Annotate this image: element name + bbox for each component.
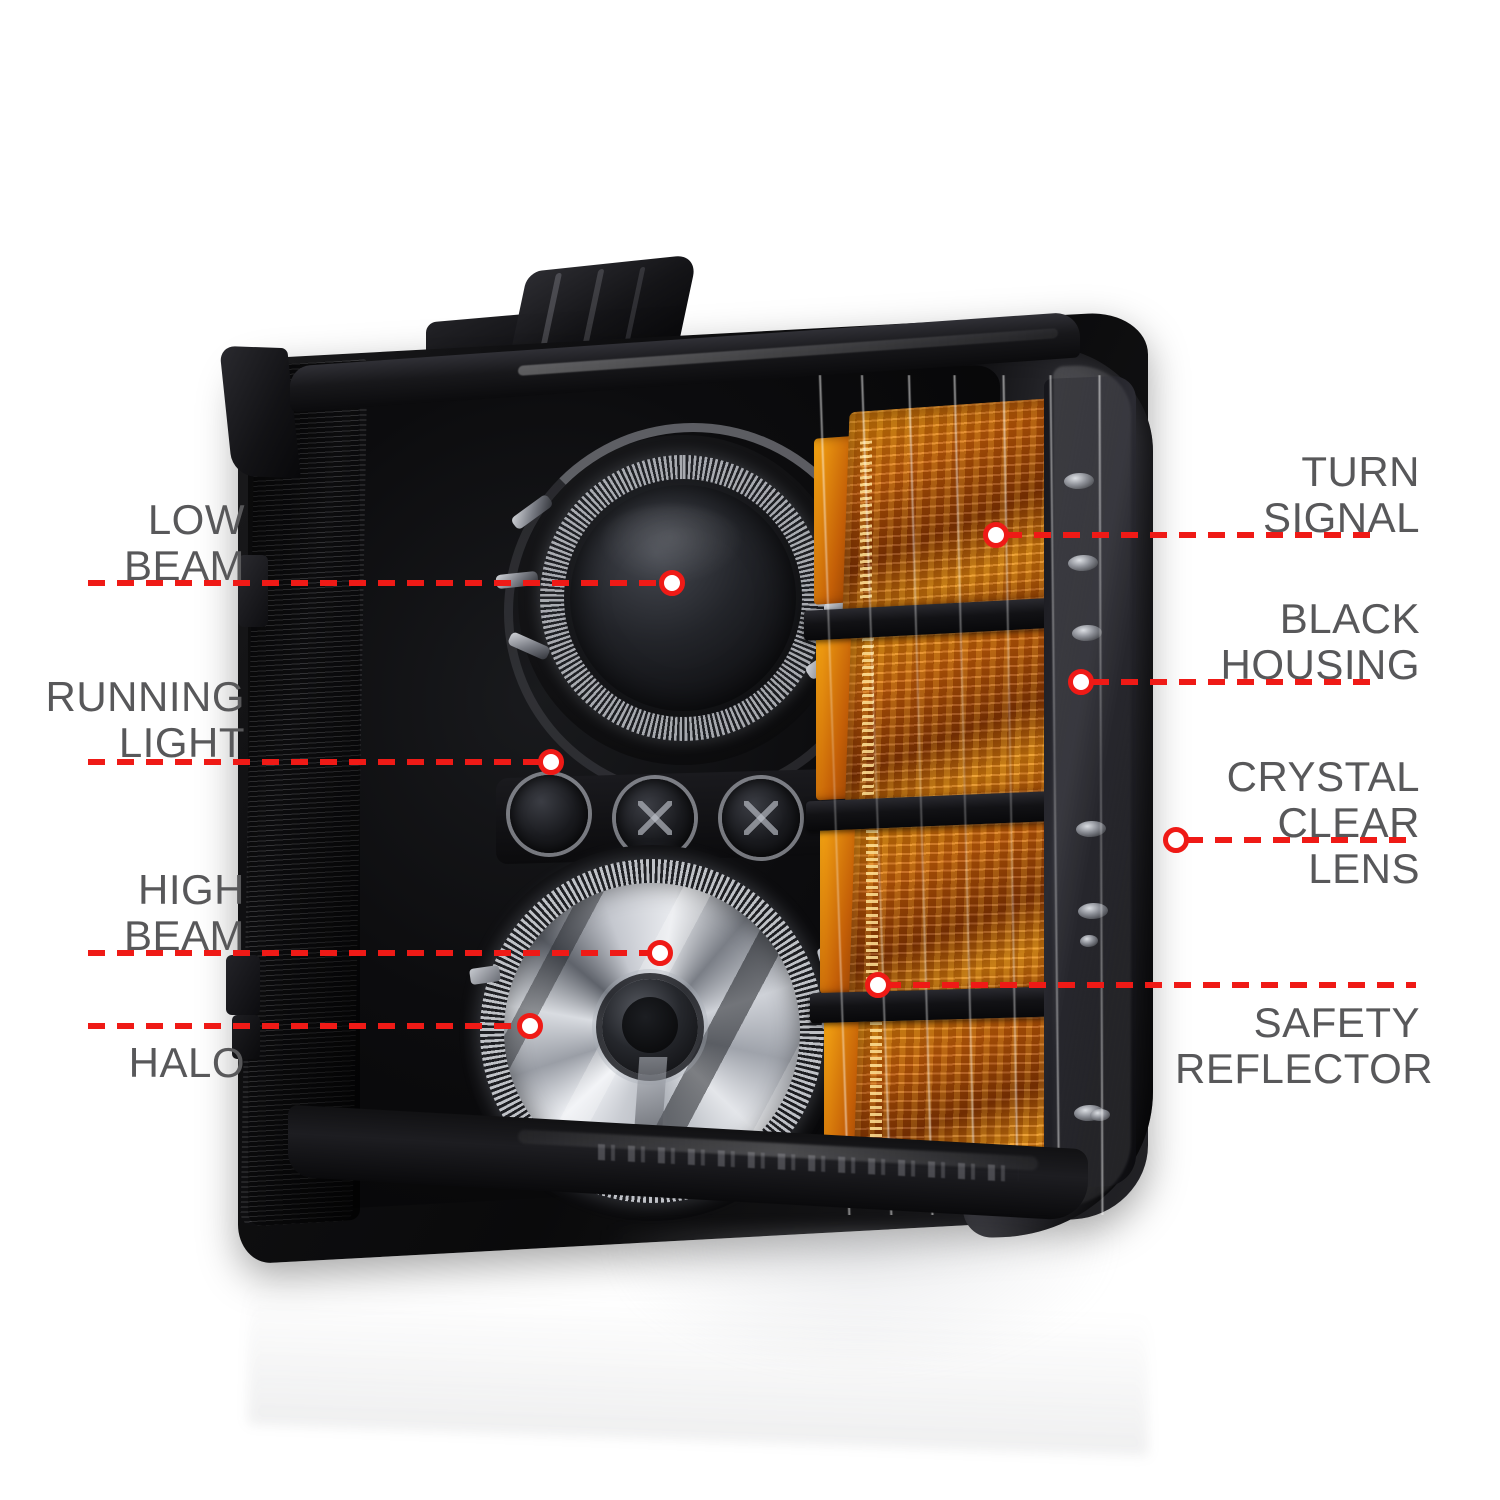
lens-rib [818,375,852,1215]
housing-clip [238,555,268,627]
lens-rib [907,375,935,1215]
lens-rib [953,375,977,1215]
callout-line-turn-signal [1005,532,1375,538]
led-screw-head [638,801,672,835]
callout-label-turn-signal: TURN SIGNAL [1262,448,1420,541]
callout-line-crystal-clear-lens [1186,837,1416,843]
side-marker-shading [248,359,360,1227]
callout-label-black-housing: BLACK HOUSING [1220,595,1420,688]
running-light-led [510,775,588,853]
callout-dot-turn-signal[interactable] [983,522,1009,548]
callout-dot-running-light[interactable] [538,749,564,775]
callout-line-black-housing [1092,679,1375,685]
housing-clip [232,1015,260,1059]
callout-label-high-beam: HIGH BEAM [123,866,245,959]
housing-clip [226,955,260,1015]
led-screw-head [744,801,778,835]
product-floor-glow [600,1230,1120,1380]
callout-label-halo: HALO [128,1039,245,1086]
callout-line-low-beam [88,580,676,586]
callout-dot-black-housing[interactable] [1068,669,1094,695]
callout-dot-high-beam[interactable] [647,940,673,966]
callout-label-safety-reflector: SAFETY REFLECTOR [1175,999,1434,1092]
callout-line-running-light [88,759,554,765]
callout-line-high-beam [88,950,663,956]
callout-dot-safety-reflector[interactable] [865,972,891,998]
callout-label-low-beam: LOW BEAM [123,496,245,589]
callout-dot-low-beam[interactable] [659,570,685,596]
callout-label-crystal-clear-lens: CRYSTAL CLEAR LENS [1226,753,1420,892]
lens-specular-highlight [1053,363,1131,1207]
mounting-tab-left [219,345,301,479]
lens-rib [860,375,894,1215]
callout-dot-crystal-clear-lens[interactable] [1163,827,1189,853]
lens-rib [1002,375,1020,1215]
callout-label-running-light: RUNNING LIGHT [45,673,245,766]
callout-line-safety-reflector [884,982,1416,988]
callout-dot-halo[interactable] [517,1013,543,1039]
callout-line-halo [88,1023,533,1029]
high-beam-bulb-center [622,997,678,1053]
